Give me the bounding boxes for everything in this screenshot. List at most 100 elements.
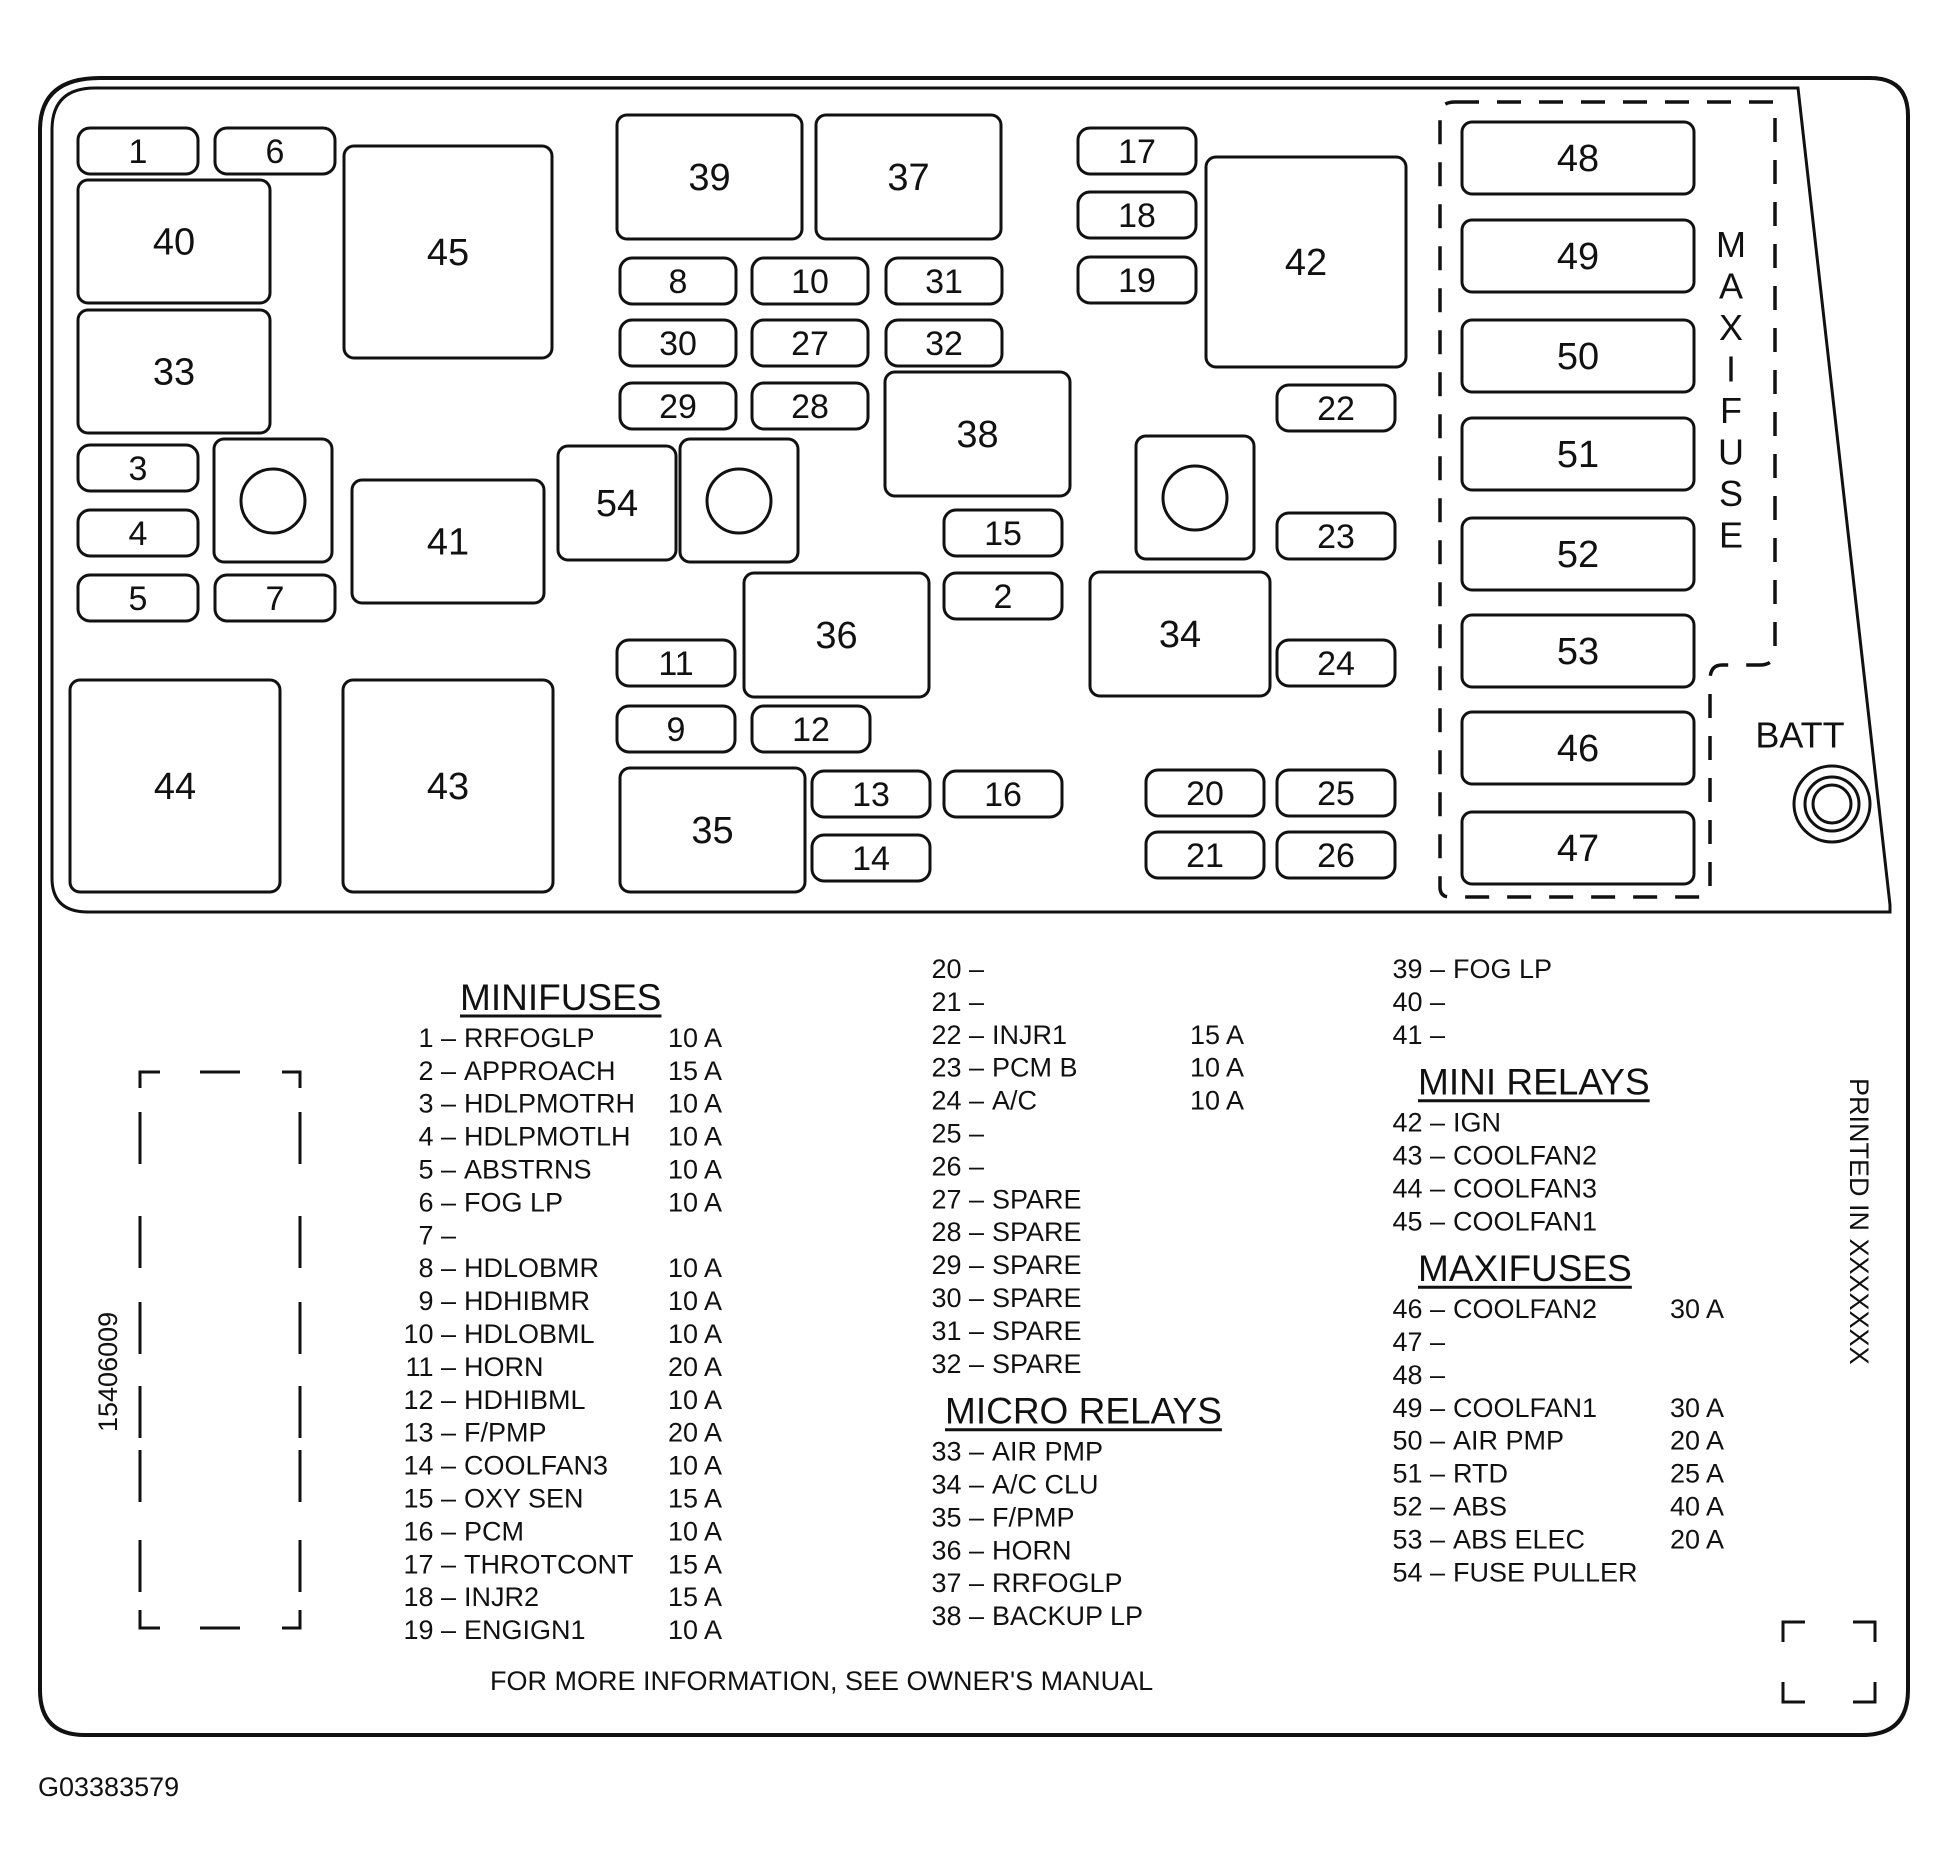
legend-item-name: AIR PMP: [1453, 1426, 1564, 1456]
mounting-post-circle-icon: [239, 467, 307, 535]
fuse-position-42: 42: [1204, 155, 1408, 369]
legend-item-amperage: 10 A: [668, 1286, 722, 1316]
legend-item-number: 7 –: [418, 1220, 456, 1250]
fuse-slot: [1275, 511, 1397, 561]
legend-item-name: SPARE: [992, 1217, 1082, 1247]
legend-section-header: MINI RELAYS: [1418, 1062, 1650, 1103]
legend-item-number: 52 –: [1392, 1492, 1445, 1522]
fuse-position-number: 44: [154, 766, 196, 808]
fuse-position-number: 26: [1317, 837, 1355, 875]
legend-item-amperage: 10 A: [668, 1253, 722, 1283]
fuse-position-18: 18: [1076, 190, 1198, 240]
legend-item-number: 5 –: [418, 1155, 456, 1185]
fuse-position-21: 21: [1144, 830, 1266, 880]
legend-item-amperage: 25 A: [1670, 1459, 1724, 1489]
legend-item-amperage: 10 A: [668, 1089, 722, 1119]
fuse-position-number: 5: [129, 580, 148, 618]
fuse-position-44: 44: [68, 678, 282, 894]
legend-item-number: 26 –: [931, 1151, 984, 1181]
fuse-slot: [750, 381, 870, 431]
legend-item-number: 40 –: [1392, 987, 1445, 1017]
fuse-position-31: 31: [884, 256, 1004, 306]
legend-item-number: 42 –: [1392, 1108, 1445, 1138]
legend-item-amperage: 30 A: [1670, 1294, 1724, 1324]
legend-item-number: 24 –: [931, 1086, 984, 1116]
legend-item-amperage: 10 A: [668, 1615, 722, 1645]
fuse-slot: [1144, 830, 1266, 880]
fuse-slot: [213, 573, 337, 623]
label-area-frame: [138, 1070, 302, 1630]
fuse-position-number: 35: [691, 810, 733, 852]
fuse-position-40: 40: [76, 178, 272, 305]
fuse-position-number: 48: [1557, 138, 1599, 180]
legend-item-amperage: 15 A: [668, 1549, 722, 1579]
fuse-slot: [615, 704, 737, 754]
fuse-slot: [942, 571, 1064, 621]
legend-item-number: 37 –: [931, 1568, 984, 1598]
fuse-slot: [884, 318, 1004, 368]
legend-item-name: PCM B: [992, 1053, 1078, 1083]
fuse-position-number: 45: [427, 232, 469, 274]
legend-item-number: 14 –: [403, 1451, 456, 1481]
fuse-slot: [1460, 318, 1696, 394]
mounting-posts: [212, 434, 1256, 564]
legend-item-name: HDLOBML: [464, 1319, 595, 1349]
legend-item-number: 44 –: [1392, 1173, 1445, 1203]
legend-item-amperage: 20 A: [1670, 1426, 1724, 1456]
fuse-position-6: 6: [213, 126, 337, 176]
legend-item-amperage: 10 A: [668, 1122, 722, 1152]
legend-item-number: 41 –: [1392, 1020, 1445, 1050]
legend-item-name: BACKUP LP: [992, 1601, 1143, 1631]
legend-item-number: 11 –: [405, 1352, 456, 1382]
fuse-slot: [1076, 255, 1198, 305]
fuse-position-number: 13: [852, 776, 890, 814]
fuse-slot: [1275, 383, 1397, 433]
fuse-slot: [750, 704, 872, 754]
legend-item-name: SPARE: [992, 1250, 1082, 1280]
legend-item-number: 10 –: [403, 1319, 456, 1349]
fuse-position-49: 49: [1460, 218, 1696, 294]
legend-item-name: HDHIBMR: [464, 1286, 590, 1316]
legend-item-amperage: 15 A: [1190, 1020, 1244, 1050]
fuse-slot: [76, 308, 272, 435]
fuse-slot: [814, 113, 1003, 241]
legend-item-amperage: 10 A: [668, 1319, 722, 1349]
fuse-position-8: 8: [618, 256, 738, 306]
fuse-slot: [1144, 768, 1266, 818]
fuse-slot: [1460, 613, 1696, 689]
legend-item-number: 25 –: [931, 1119, 984, 1149]
legend-item-number: 4 –: [418, 1122, 456, 1152]
legend-item-name: IGN: [1453, 1108, 1501, 1138]
fuse-position-number: 34: [1159, 614, 1201, 656]
legend-item-name: A/C CLU: [992, 1470, 1099, 1500]
legend-item-amperage: 40 A: [1670, 1492, 1724, 1522]
legend-item-name: ABS ELEC: [1453, 1524, 1585, 1554]
fuse-position-number: 10: [791, 263, 829, 301]
legend-item-amperage: 10 A: [1190, 1086, 1244, 1116]
fuse-position-52: 52: [1460, 516, 1696, 592]
legend-item-name: COOLFAN3: [1453, 1173, 1597, 1203]
fuse-slot: [883, 370, 1072, 498]
legend-item-amperage: 10 A: [668, 1023, 722, 1053]
fuse-position-number: 2: [994, 578, 1013, 616]
fuse-position-number: 39: [688, 157, 730, 199]
footer-note: FOR MORE INFORMATION, SEE OWNER'S MANUAL: [490, 1666, 1153, 1696]
fuse-position-number: 30: [659, 325, 697, 363]
fuse-slot: [1460, 218, 1696, 294]
fuse-position-7: 7: [213, 573, 337, 623]
fuse-slot: [76, 443, 200, 493]
fuse-position-28: 28: [750, 381, 870, 431]
legend-item-amperage: 10 A: [668, 1385, 722, 1415]
legend-item-name: APPROACH: [464, 1056, 616, 1086]
fuse-slot: [1460, 810, 1696, 886]
fuse-position-number: 1: [129, 133, 148, 171]
legend-item-number: 9 –: [418, 1286, 456, 1316]
fuse-position-number: 38: [956, 414, 998, 456]
image-id: G03383579: [38, 1772, 179, 1802]
legend-item-name: F/PMP: [992, 1502, 1075, 1532]
fuse-position-number: 47: [1557, 828, 1599, 870]
fuse-position-number: 36: [815, 615, 857, 657]
legend-item-name: AIR PMP: [992, 1437, 1103, 1467]
